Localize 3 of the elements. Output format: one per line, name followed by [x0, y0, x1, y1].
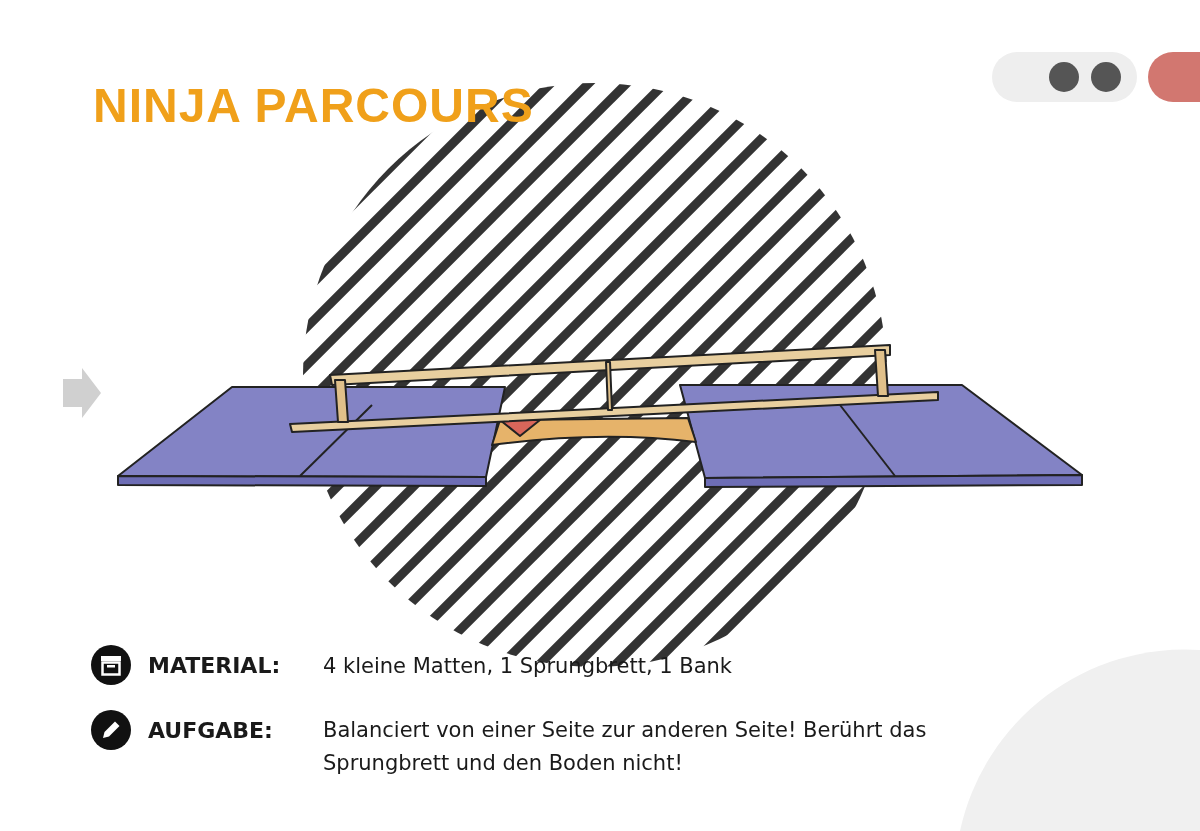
field-label: AUFGABE:: [148, 718, 273, 743]
field-label: MATERIAL:: [148, 653, 281, 678]
task-text: Balanciert von einer Seite zur anderen Seite! Berührt das Sprungbrett und den Boden nicht!: [323, 717, 928, 777]
